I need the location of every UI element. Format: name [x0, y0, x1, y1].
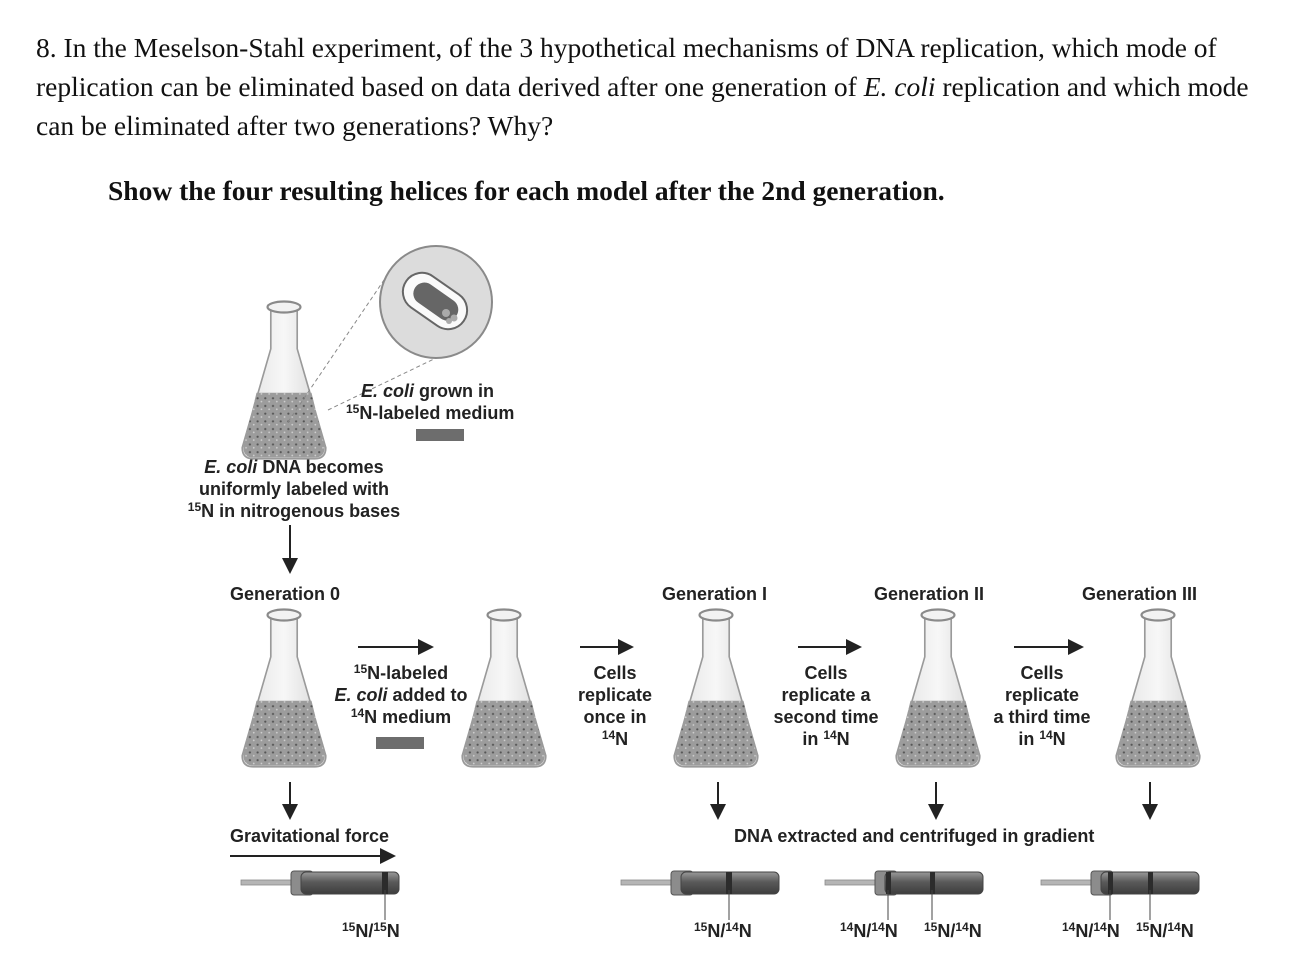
replicate-third-label: Cells replicate a third time in 14N [993, 663, 1091, 749]
generation-3-title: Generation III [1082, 584, 1198, 604]
centrifuge-tube-gen0 [240, 870, 400, 896]
meselson-stahl-figure: E. coli grown in 15N-labeled medium E. c… [168, 220, 1226, 978]
generation-1-title: Generation I [662, 584, 768, 604]
band-label-gen3-light: 14N/14N [1062, 920, 1120, 941]
centrifuge-tube-gen1 [620, 870, 780, 896]
band-label-gen3-hybrid: 15N/14N [1136, 920, 1194, 941]
band-label-gen0: 15N/15N [342, 920, 400, 941]
generation-2-title: Generation II [874, 584, 985, 604]
replicate-once-label: Cells replicate once in 14N [577, 663, 653, 749]
label-bar [376, 737, 424, 749]
bacterium-capsule-icon [401, 271, 469, 331]
figure-graphics [230, 245, 1201, 920]
labeled-dna-label: E. coli DNA becomes uniformly labeled wi… [187, 457, 401, 521]
grown-label: E. coli grown in 15N-labeled medium [346, 381, 515, 423]
band-label-gen1: 15N/14N [694, 920, 752, 941]
band-label-gen2-light: 14N/14N [840, 920, 898, 941]
question-text: 8. In the Meselson-Stahl experiment, of … [36, 32, 1249, 141]
flask-gen2 [895, 608, 981, 768]
question-number: 8. [36, 32, 57, 63]
centrifuge-tube-gen2 [824, 870, 984, 896]
label-bar [416, 429, 464, 441]
generation-0-title: Generation 0 [230, 584, 341, 604]
band-label-gen2-hybrid: 15N/14N [924, 920, 982, 941]
instruction-text: Show the four resulting helices for each… [108, 175, 945, 206]
flask-gen3 [1115, 608, 1201, 768]
gravitational-force-label: Gravitational force [230, 826, 390, 846]
added-to-medium-label: 15N-labeled E. coli added to 14N medium [334, 662, 468, 727]
flask-gen1 [673, 608, 759, 768]
centrifuge-tube-gen3 [1040, 870, 1200, 896]
replicate-second-label: Cells replicate a second time in 14N [773, 663, 879, 749]
flask-initial [241, 300, 327, 460]
dna-extracted-label: DNA extracted and centrifuged in gradien… [734, 826, 1095, 846]
flask-gen0 [241, 608, 327, 768]
